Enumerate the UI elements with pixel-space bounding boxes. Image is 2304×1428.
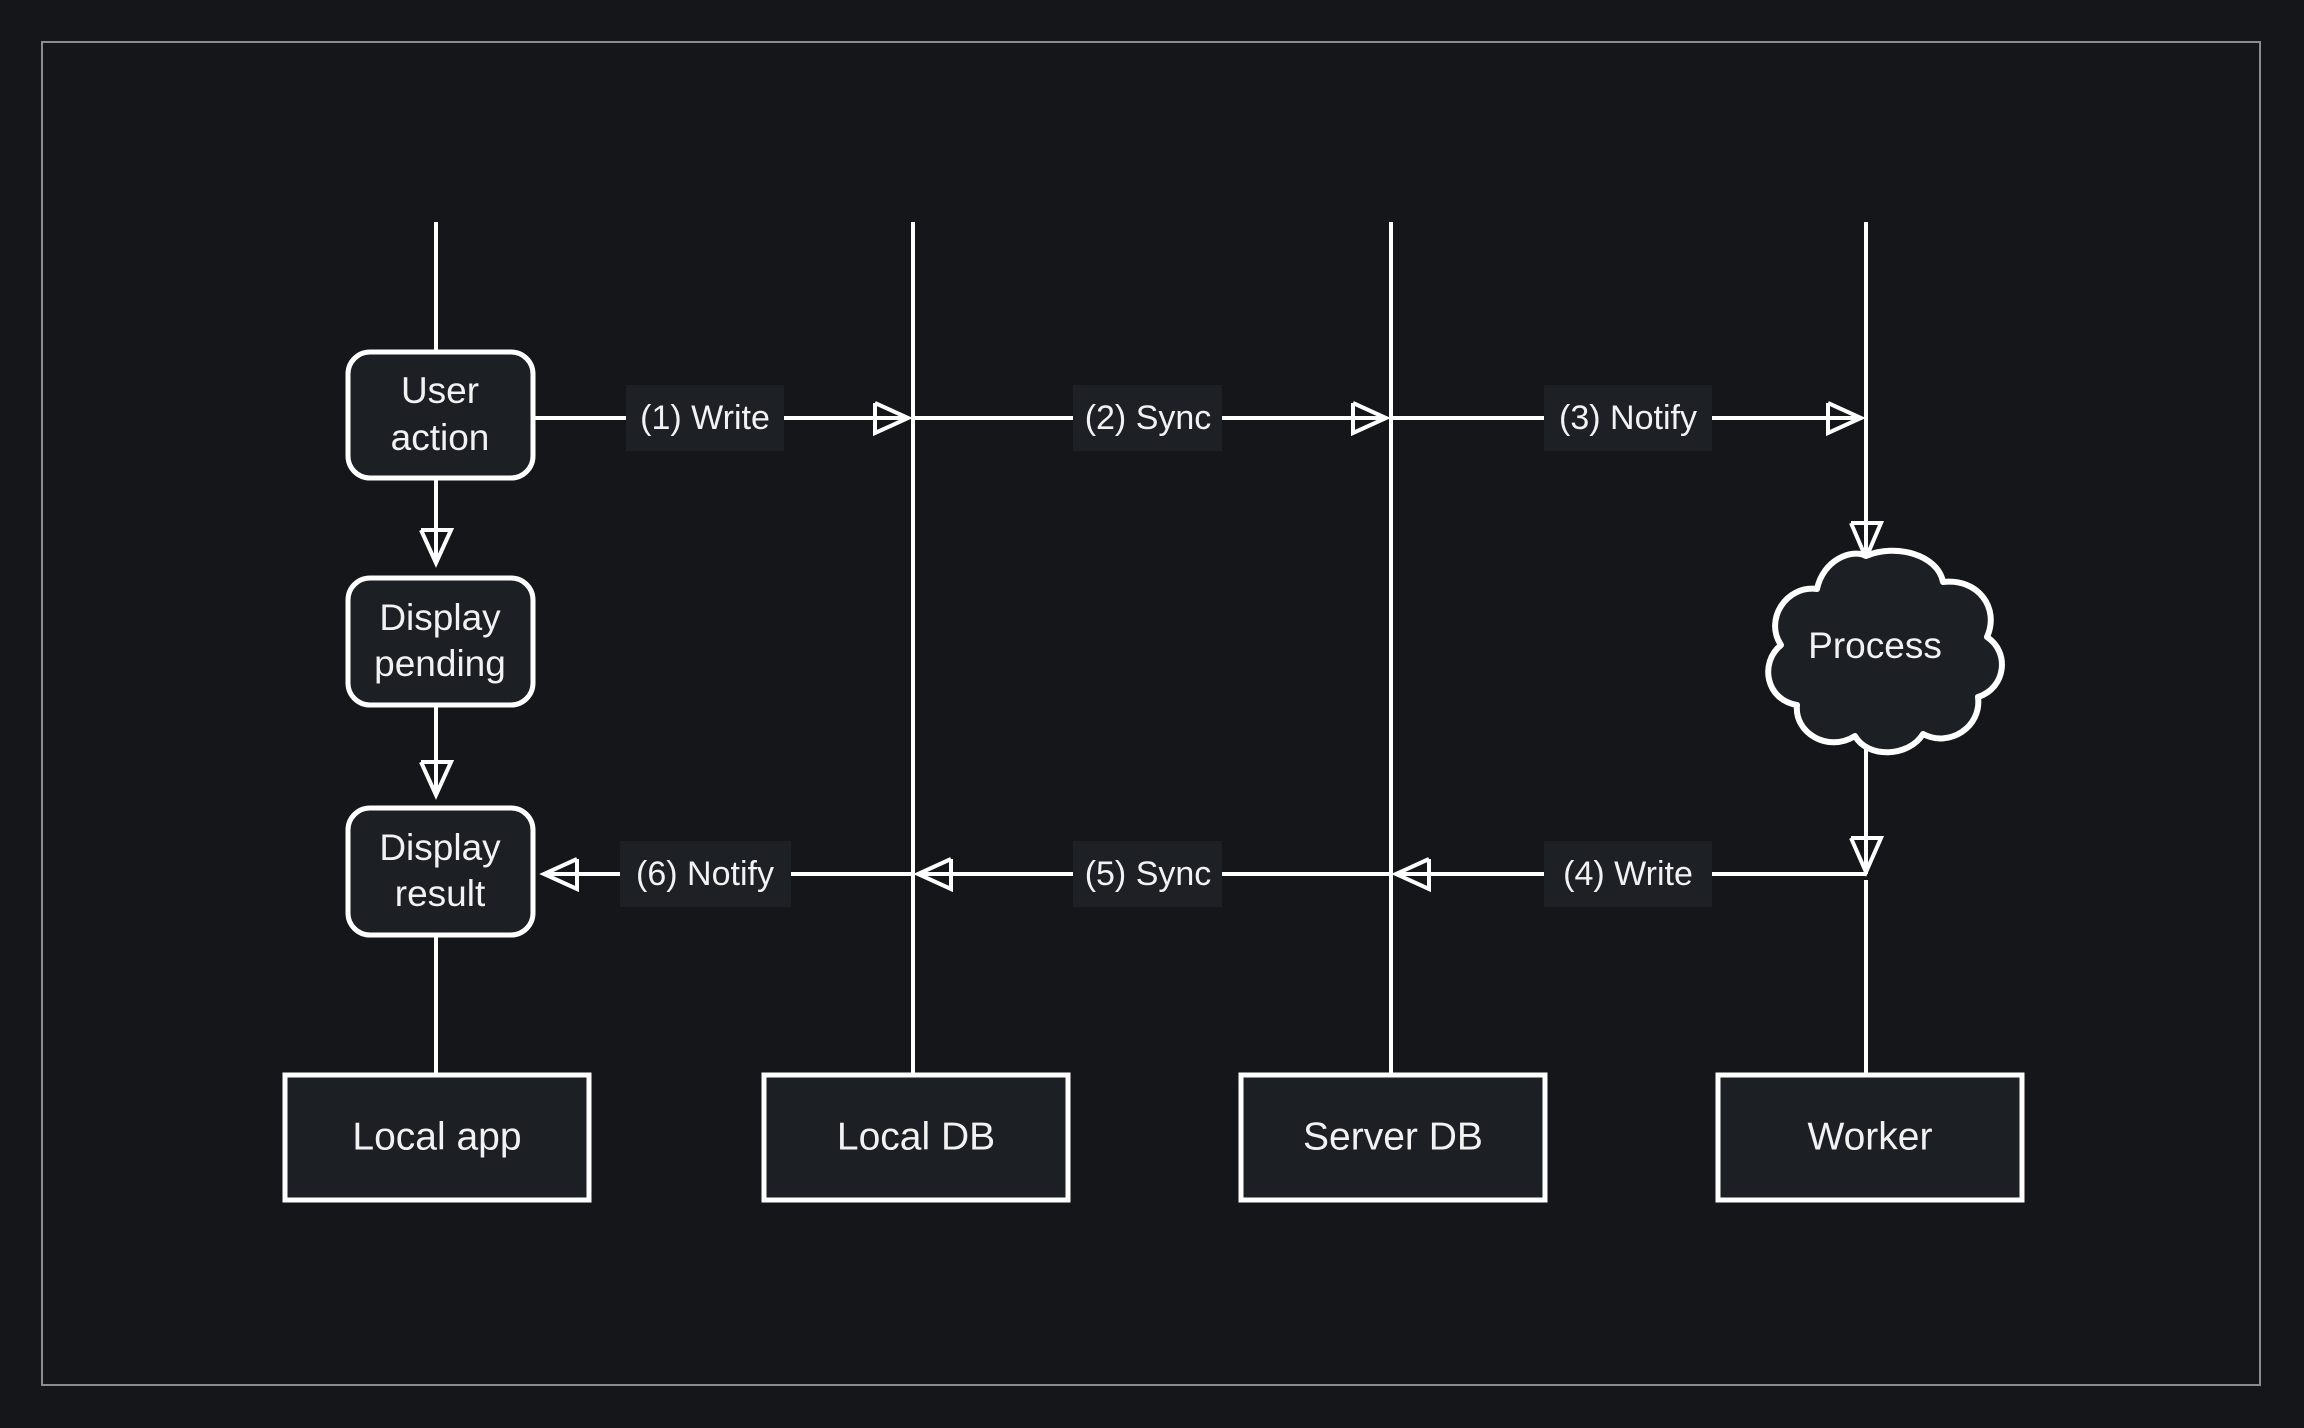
message-5-sync: (5) Sync — [913, 841, 1391, 907]
node-user-action-line2: action — [391, 417, 490, 458]
message-1-write-label-bg — [626, 385, 784, 451]
message-2-sync-label-bg — [1073, 385, 1222, 451]
node-display-result-line2: result — [395, 873, 486, 914]
message-6-notify-label-bg — [620, 841, 791, 907]
message-3-notify: (3) Notify — [1391, 385, 1866, 451]
message-2-sync: (2) Sync — [913, 385, 1391, 451]
message-2-sync-label: (2) Sync — [1085, 399, 1212, 437]
node-user-action-line1: User — [401, 370, 479, 411]
message-4-write: (4) Write — [1391, 841, 1866, 907]
message-1-write-label: (1) Write — [640, 399, 770, 437]
node-display-pending[interactable]: Display pending — [345, 575, 536, 708]
participant-server-db[interactable]: Server DB — [1238, 1072, 1548, 1203]
participant-local-app[interactable]: Local app — [282, 1072, 592, 1203]
node-process-cloud[interactable]: Process — [1765, 547, 2005, 756]
participant-server-db-label: Server DB — [1303, 1115, 1483, 1158]
node-display-pending-line2: pending — [374, 643, 506, 684]
node-process-label: Process — [1808, 625, 1942, 666]
participant-local-app-label: Local app — [352, 1115, 521, 1158]
message-3-notify-label: (3) Notify — [1559, 399, 1697, 437]
message-4-write-label: (4) Write — [1563, 855, 1693, 893]
node-display-pending-line1: Display — [379, 597, 501, 638]
node-display-result[interactable]: Display result — [345, 805, 536, 938]
node-display-result-line1: Display — [379, 827, 501, 868]
message-4-write-label-bg — [1544, 841, 1712, 907]
node-user-action[interactable]: User action — [345, 349, 536, 481]
message-1-write: (1) Write — [533, 385, 913, 451]
flow-user-action-to-display-pending — [419, 478, 455, 568]
flow-worker-to-process — [1849, 418, 1885, 564]
participant-worker-label: Worker — [1808, 1115, 1933, 1158]
message-6-notify: (6) Notify — [539, 841, 913, 907]
participant-local-db[interactable]: Local DB — [761, 1072, 1071, 1203]
flow-display-pending-to-display-result — [419, 705, 455, 800]
participant-local-db-label: Local DB — [837, 1115, 995, 1158]
participant-worker[interactable]: Worker — [1715, 1072, 2025, 1203]
message-5-sync-label-bg — [1073, 841, 1222, 907]
message-3-notify-label-bg — [1544, 385, 1712, 451]
message-6-notify-label: (6) Notify — [636, 855, 774, 893]
message-5-sync-label: (5) Sync — [1085, 855, 1212, 893]
